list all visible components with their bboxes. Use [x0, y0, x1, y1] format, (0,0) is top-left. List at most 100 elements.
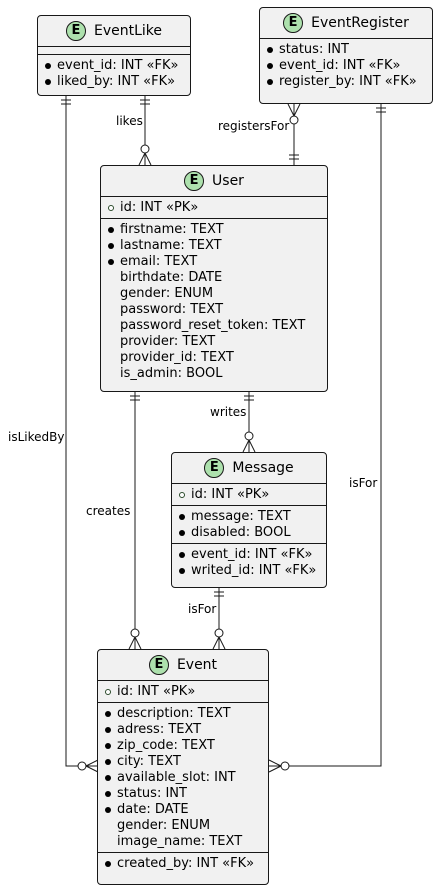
- mandatory-icon: [45, 63, 51, 69]
- relation-label-is-liked-by: isLikedBy: [8, 430, 65, 444]
- relation-label-message-is-for: isFor: [188, 602, 217, 616]
- attribute-text: event_id: INT «FK»: [57, 58, 179, 73]
- attribute-text: lastname: TEXT: [120, 238, 222, 253]
- attribute-text: provider: TEXT: [120, 334, 216, 349]
- mandatory-icon: [105, 759, 111, 765]
- attribute-row: status: INT: [98, 786, 268, 802]
- attribute-row: gender: ENUM: [101, 286, 327, 302]
- attribute-row: firstname: TEXT: [101, 222, 327, 238]
- entity-name: Message: [232, 460, 294, 476]
- relation-likes-line: [138, 96, 152, 166]
- entity-section: id: INT «PK»: [172, 483, 326, 505]
- mandatory-icon: [45, 79, 51, 85]
- attribute-row: password: TEXT: [101, 302, 327, 318]
- attribute-row: available_slot: INT: [98, 770, 268, 786]
- attribute-row: gender: ENUM: [98, 818, 268, 834]
- attribute-text: disabled: BOOL: [191, 525, 291, 540]
- mandatory-icon: [267, 79, 273, 85]
- entity-section: created_by: INT «FK»: [98, 852, 268, 874]
- entity-section: id: INT «PK»: [101, 196, 327, 218]
- entity-icon: E: [283, 13, 304, 33]
- attribute-text: is_admin: BOOL: [120, 366, 223, 381]
- attribute-text: event_id: INT «FK»: [191, 547, 313, 562]
- attribute-row: image_name: TEXT: [98, 834, 268, 850]
- entity-section: event_id: INT «FK»liked_by: INT «FK»: [38, 54, 190, 92]
- attribute-text: image_name: TEXT: [117, 834, 243, 849]
- mandatory-icon: [105, 775, 111, 781]
- attribute-row: register_by: INT «FK»: [260, 74, 432, 90]
- entity-icon: E: [184, 171, 205, 191]
- attribute-row: email: TEXT: [101, 254, 327, 270]
- primary-key-row: id: INT «PK»: [172, 487, 326, 503]
- mandatory-icon: [105, 791, 111, 797]
- mandatory-icon: [267, 47, 273, 53]
- attribute-text: gender: ENUM: [117, 818, 211, 833]
- attribute-text: event_id: INT «FK»: [279, 58, 401, 73]
- attribute-row: adress: TEXT: [98, 722, 268, 738]
- attribute-row: event_id: INT «FK»: [260, 58, 432, 74]
- attribute-text: city: TEXT: [117, 754, 181, 769]
- mandatory-icon: [179, 568, 185, 574]
- mandatory-icon: [179, 552, 185, 558]
- entity-header: E User: [101, 166, 327, 196]
- entity-header: E Message: [172, 453, 326, 483]
- attribute-text: message: TEXT: [191, 509, 291, 524]
- attribute-text: available_slot: INT: [117, 770, 236, 785]
- key-icon: [105, 689, 111, 695]
- attribute-text: gender: ENUM: [120, 286, 214, 301]
- attribute-row: zip_code: TEXT: [98, 738, 268, 754]
- mandatory-icon: [105, 807, 111, 813]
- attribute-text: date: DATE: [117, 802, 189, 817]
- attribute-row: description: TEXT: [98, 706, 268, 722]
- attribute-text: birthdate: DATE: [120, 270, 223, 285]
- attribute-row: provider: TEXT: [101, 334, 327, 350]
- relation-creates-line: [128, 392, 142, 650]
- attribute-text: id: INT «PK»: [120, 200, 199, 215]
- entity-icon: E: [204, 458, 225, 478]
- relation-label-creates: creates: [86, 504, 131, 518]
- attribute-row: status: INT: [260, 42, 432, 58]
- attribute-row: disabled: BOOL: [172, 525, 326, 541]
- mandatory-icon: [179, 514, 185, 520]
- mandatory-icon: [105, 711, 111, 717]
- attribute-row: date: DATE: [98, 802, 268, 818]
- relation-label-register-is-for: isFor: [349, 476, 378, 490]
- attribute-text: register_by: INT «FK»: [279, 74, 417, 89]
- attribute-text: password_reset_token: TEXT: [120, 318, 306, 333]
- attribute-row: event_id: INT «FK»: [38, 58, 190, 74]
- mandatory-icon: [105, 861, 111, 867]
- entity-header: E Event: [98, 650, 268, 680]
- attribute-text: id: INT «PK»: [191, 487, 270, 502]
- relation-registers-for-line: [287, 103, 301, 165]
- entity-name: User: [212, 173, 244, 189]
- entity-name: EventRegister: [311, 15, 409, 31]
- mandatory-icon: [267, 63, 273, 69]
- attribute-text: provider_id: TEXT: [120, 350, 234, 365]
- relation-message-is-for-line: [212, 588, 226, 650]
- entity-header: E EventRegister: [260, 8, 432, 38]
- attribute-text: password: TEXT: [120, 302, 224, 317]
- entity-icon: E: [148, 655, 169, 675]
- entity-section: [38, 46, 190, 54]
- attribute-row: event_id: INT «FK»: [172, 547, 326, 563]
- relation-register-is-for-line: [268, 104, 386, 773]
- attribute-row: lastname: TEXT: [101, 238, 327, 254]
- relation-label-registers-for: registersFor: [218, 119, 290, 133]
- attribute-row: birthdate: DATE: [101, 270, 327, 286]
- attribute-row: liked_by: INT «FK»: [38, 74, 190, 90]
- entity-name: Event: [176, 657, 218, 673]
- attribute-text: zip_code: TEXT: [117, 738, 215, 753]
- key-icon: [179, 492, 185, 498]
- attribute-text: firstname: TEXT: [120, 222, 224, 237]
- attribute-row: city: TEXT: [98, 754, 268, 770]
- relation-writes-line: [242, 392, 256, 453]
